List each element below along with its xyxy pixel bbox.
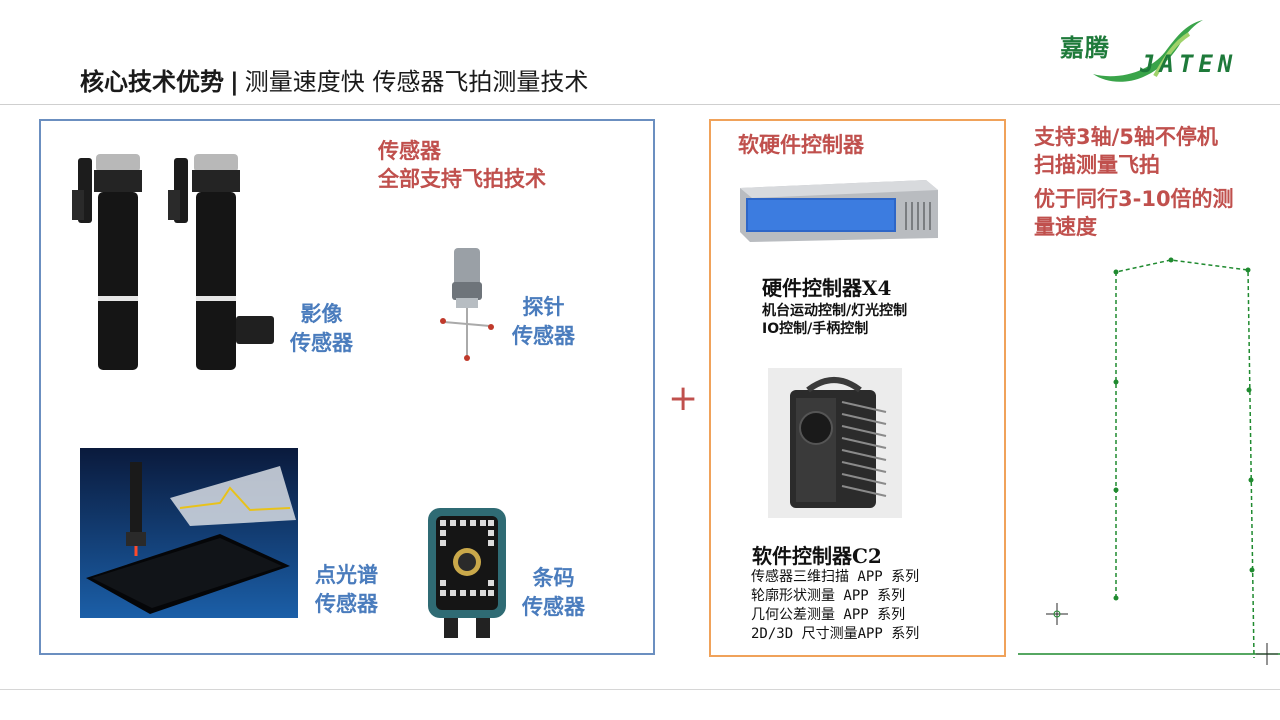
sensor-label-barcode: 条码 传感器 (522, 566, 585, 619)
logo-english: JATEN (1140, 50, 1238, 78)
app-list-item: 传感器三维扫描 APP 系列 (751, 569, 920, 585)
title-separator: | (230, 68, 239, 96)
vision-sensor-image (72, 154, 274, 370)
software-app-list: 传感器三维扫描 APP 系列 轮廓形状测量 APP 系列 几何公差测量 APP … (751, 568, 919, 644)
app-list-item: 几何公差测量 APP 系列 (751, 607, 906, 623)
plus-sign: + (668, 378, 699, 419)
sensor-panel (39, 119, 655, 655)
hardware-controller-image (740, 180, 938, 242)
sensor-label-probe: 探针 传感器 (512, 295, 575, 348)
feature-text: 支持3轴/5轴不停机 扫描测量飞拍 优于同行3-10倍的测 量速度 (1034, 125, 1234, 239)
title-rest: 测量速度快 传感器飞拍测量技术 (244, 68, 589, 96)
hardware-controller-features: 机台运动控制/灯光控制 IO控制/手柄控制 (762, 303, 908, 337)
sensor-label-vision: 影像 传感器 (290, 302, 353, 355)
sensor-heading: 传感器 全部支持飞拍技术 (378, 137, 546, 193)
title-bold: 核心技术优势 (80, 68, 224, 96)
scan-path-diagram (1018, 257, 1280, 665)
page-title: 核心技术优势|测量速度快 传感器飞拍测量技术 (80, 62, 588, 97)
app-list-item: 2D/3D 尺寸测量APP 系列 (751, 626, 920, 642)
sensor-label-point-spectrum: 点光谱 传感器 (315, 563, 378, 616)
software-controller-title: 软件控制器C2 (752, 544, 882, 568)
header-divider (0, 104, 1280, 105)
probe-sensor-image (440, 248, 494, 361)
footer-divider (0, 689, 1280, 690)
controller-panel (709, 119, 1006, 657)
controller-heading: 软硬件控制器 (738, 133, 864, 157)
software-controller-image (768, 368, 902, 518)
sensor-heading-line2: 全部支持飞拍技术 (378, 167, 546, 191)
barcode-sensor-image (428, 508, 506, 638)
hardware-controller-title: 硬件控制器X4 (762, 276, 892, 300)
logo-swoosh-icon (1093, 20, 1203, 82)
logo-chinese: 嘉腾 (1060, 33, 1110, 62)
sensor-heading-line1: 传感器 (378, 139, 441, 163)
point-spectrum-sensor-image (80, 448, 298, 618)
app-list-item: 轮廓形状测量 APP 系列 (751, 588, 906, 604)
